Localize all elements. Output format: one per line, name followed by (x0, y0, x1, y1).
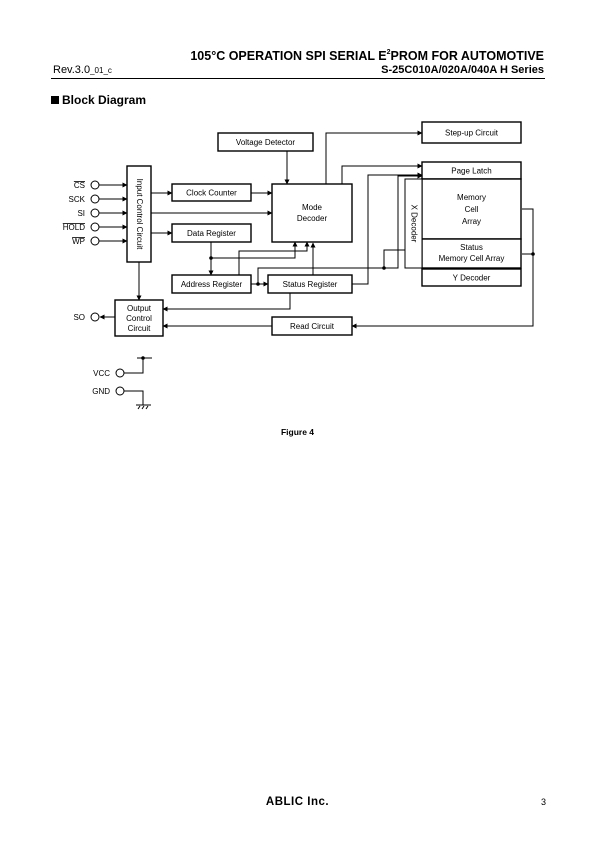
revision-sub: _01_c (90, 66, 112, 75)
title-text-post: PROM FOR AUTOMOTIVE (390, 49, 544, 63)
status-memory-line2: Memory Cell Array (439, 254, 505, 263)
output-control-line2: Control (126, 314, 152, 323)
title-text-pre: 105°C OPERATION SPI SERIAL E (190, 49, 387, 63)
read-circuit-label: Read Circuit (290, 322, 335, 331)
output-control-line3: Circuit (128, 324, 151, 333)
mode-decoder-line1: Mode (302, 203, 323, 212)
product-series: S-25C010A/020A/040A H Series (381, 64, 544, 76)
pin-vcc-label: VCC (93, 369, 110, 378)
section-heading: Block Diagram (51, 93, 146, 107)
pin-gnd-label: GND (92, 387, 110, 396)
mode-decoder-line2: Decoder (297, 214, 328, 223)
data-register-label: Data Register (187, 229, 236, 238)
pin-wp-label: WP (72, 237, 85, 246)
page-number: 3 (540, 797, 546, 807)
document-title: 105°C OPERATION SPI SERIAL E2PROM FOR AU… (190, 49, 544, 63)
company-logo: ABLIC Inc. (265, 796, 330, 808)
status-register-label: Status Register (283, 280, 338, 289)
address-register-label: Address Register (181, 280, 243, 289)
header-divider (51, 78, 545, 79)
pin-hold-label: HOLD (63, 223, 85, 232)
pin-sck-label: SCK (69, 195, 86, 204)
revision-main: Rev.3.0 (53, 64, 91, 76)
pin-so-label: SO (73, 313, 85, 322)
clock-counter-label: Clock Counter (186, 189, 237, 198)
y-decoder-label: Y Decoder (453, 274, 491, 283)
figure-caption: Figure 4 (280, 427, 315, 437)
input-control-label: Input Control Circuit (135, 179, 144, 250)
memory-cell-array-line3: Array (462, 217, 481, 226)
section-title: Block Diagram (62, 93, 147, 107)
memory-cell-array-line1: Memory (457, 193, 486, 202)
page-latch-label: Page Latch (451, 167, 491, 176)
memory-cell-array-line2: Cell (465, 205, 479, 214)
revision-label: Rev.3.0_01_c (53, 64, 112, 76)
block-diagram: CS SCK SI HOLD WP SO VCC GND Voltage Det… (63, 121, 535, 410)
stepup-circuit-label: Step-up Circuit (445, 129, 499, 138)
title-superscript: 2 (386, 49, 391, 56)
x-decoder-label: X Decoder (409, 205, 418, 243)
pin-si-label: SI (77, 209, 85, 218)
output-control-line1: Output (127, 304, 152, 313)
voltage-detector-label: Voltage Detector (236, 138, 295, 147)
status-memory-line1: Status (460, 243, 483, 252)
bullet-square-icon (51, 96, 59, 104)
pin-cs-label: CS (74, 181, 85, 190)
